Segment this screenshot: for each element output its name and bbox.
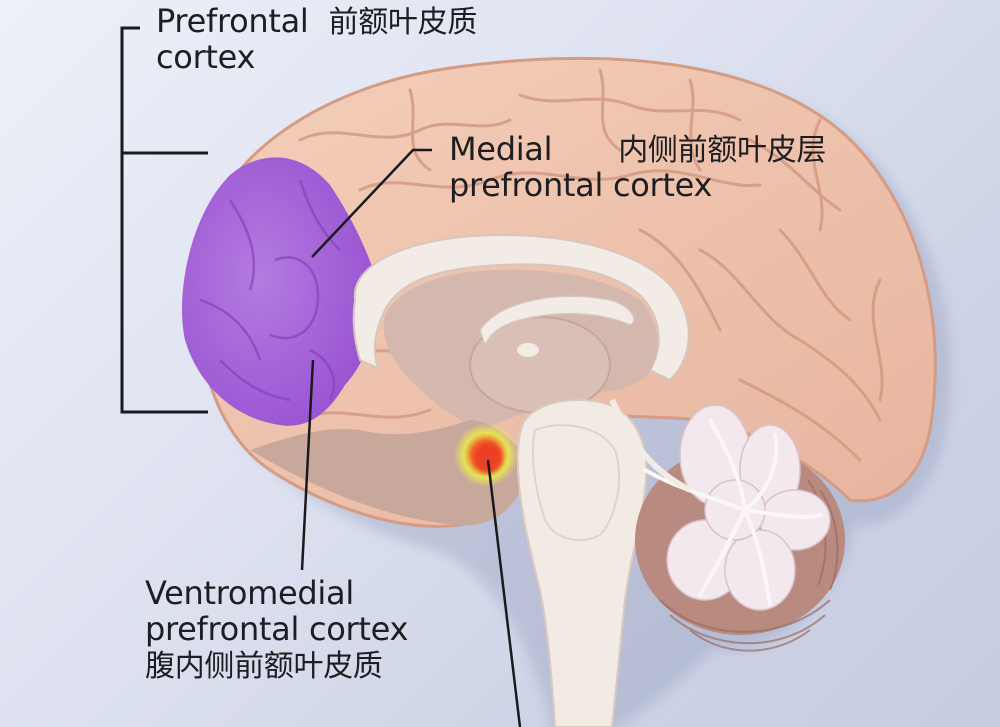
prefrontal-en-line2: cortex [156,37,256,76]
amygdala-leader-line [486,459,522,727]
label-prefrontal-cortex: Prefrontal 前额叶皮质 cortex [156,2,478,76]
cerebral-aqueduct [609,398,692,493]
arbor-vitae-branches [643,418,822,607]
prefrontal-bracket [120,26,208,414]
brainstem [516,399,648,727]
vmpfc-zh: 腹内侧前额叶皮质 [145,648,383,684]
interthalamic-adhesion [517,343,539,357]
prefrontal-zh: 前额叶皮质 [328,5,478,40]
leader-lines [120,26,522,727]
mpfc-zh: 内侧前额叶皮层 [618,133,827,168]
prefrontal-gyri [199,179,341,402]
vmpfc-en-line2: prefrontal cortex [145,609,409,648]
prefrontal-en-line1: Prefrontal [156,2,309,40]
corpus-callosum [352,233,690,382]
label-medial-prefrontal-cortex: Medial 内侧前额叶皮层 prefrontal cortex [449,130,827,204]
vmpfc-en-line1: Ventromedial [145,574,354,612]
mpfc-en-line2: prefrontal cortex [449,165,713,204]
mpfc-leader-line [311,148,432,258]
pons-outline [532,424,621,541]
fornix [479,295,635,347]
arbor-vitae [666,404,831,611]
label-ventromedial-prefrontal-cortex: Ventromedial prefrontal cortex 腹内侧前额叶皮质 [145,574,409,684]
mpfc-en-line1: Medial [449,130,553,168]
prefrontal-cortex-region [182,157,377,426]
vmpfc-leader-line [300,359,315,571]
amygdala-core [474,443,502,473]
